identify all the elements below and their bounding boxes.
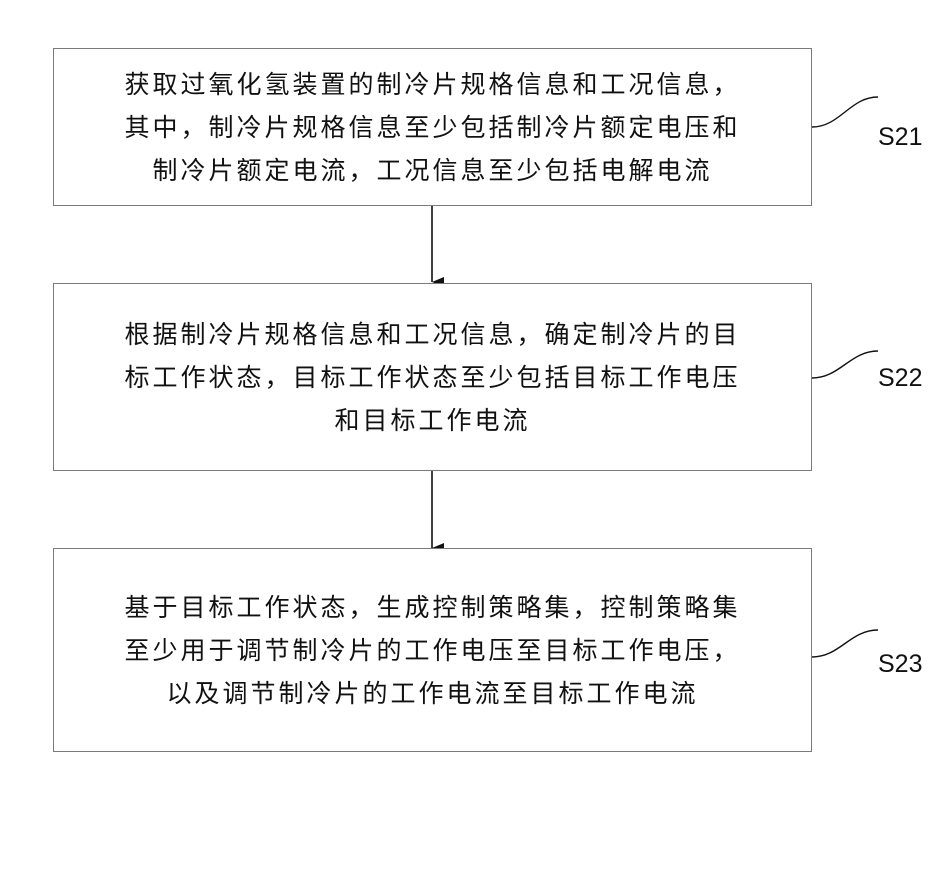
leader-line-s22 (812, 351, 878, 378)
step-label-s22: S22 (878, 364, 922, 393)
step-text-s23: 基于目标工作状态，生成控制策略集，控制策略集 至少用于调节制冷片的工作电压至目标… (54, 586, 811, 715)
step-box-s21: 获取过氧化氢装置的制冷片规格信息和工况信息， 其中，制冷片规格信息至少包括制冷片… (53, 48, 812, 206)
step-text-s22: 根据制冷片规格信息和工况信息，确定制冷片的目 标工作状态，目标工作状态至少包括目… (54, 313, 811, 442)
step-text-s21: 获取过氧化氢装置的制冷片规格信息和工况信息， 其中，制冷片规格信息至少包括制冷片… (54, 63, 811, 192)
step-line: 制冷片额定电流，工况信息至少包括电解电流 (72, 149, 793, 192)
step-box-s23: 基于目标工作状态，生成控制策略集，控制策略集 至少用于调节制冷片的工作电压至目标… (53, 548, 812, 752)
step-line: 根据制冷片规格信息和工况信息，确定制冷片的目 (72, 313, 793, 356)
step-line: 获取过氧化氢装置的制冷片规格信息和工况信息， (72, 63, 793, 106)
step-box-s22: 根据制冷片规格信息和工况信息，确定制冷片的目 标工作状态，目标工作状态至少包括目… (53, 283, 812, 471)
step-line: 基于目标工作状态，生成控制策略集，控制策略集 (72, 586, 793, 629)
leader-line-s23 (812, 630, 878, 657)
step-line: 其中，制冷片规格信息至少包括制冷片额定电压和 (72, 106, 793, 149)
step-line: 和目标工作电流 (72, 399, 793, 442)
step-line: 标工作状态，目标工作状态至少包括目标工作电压 (72, 356, 793, 399)
step-label-s23: S23 (878, 650, 922, 679)
step-line: 至少用于调节制冷片的工作电压至目标工作电压， (72, 629, 793, 672)
step-label-s21: S21 (878, 123, 922, 152)
step-line: 以及调节制冷片的工作电流至目标工作电流 (72, 672, 793, 715)
leader-line-s21 (812, 97, 878, 127)
